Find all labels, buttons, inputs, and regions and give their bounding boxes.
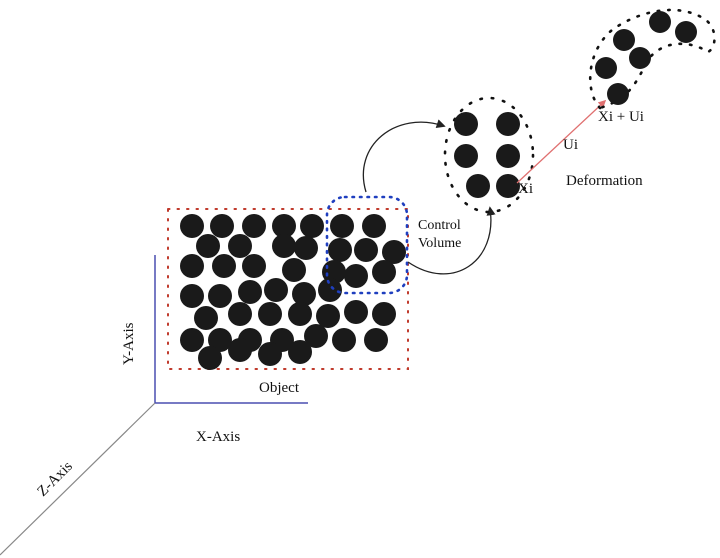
- particle: [330, 214, 354, 238]
- x-axis-label: X-Axis: [196, 429, 240, 445]
- particle: [496, 112, 520, 136]
- particle: [613, 29, 635, 51]
- object-label: Object: [259, 380, 300, 396]
- displacement-vector: [516, 99, 607, 184]
- particle: [272, 234, 296, 258]
- particle: [454, 112, 478, 136]
- particle: [354, 238, 378, 262]
- particle: [282, 258, 306, 282]
- particle: [382, 240, 406, 264]
- particle: [208, 328, 232, 352]
- particle: [238, 280, 262, 304]
- particle: [454, 144, 478, 168]
- extracted-volume-boundary: [443, 96, 535, 214]
- particle: [258, 302, 282, 326]
- object-particles: [180, 214, 406, 370]
- particle: [496, 174, 520, 198]
- particle: [496, 144, 520, 168]
- particle: [316, 304, 340, 328]
- curved-arrow-up: [362, 119, 446, 193]
- particle: [372, 302, 396, 326]
- particle: [332, 328, 356, 352]
- particle: [294, 236, 318, 260]
- particle: [364, 328, 388, 352]
- particle: [194, 306, 218, 330]
- particle: [372, 260, 396, 284]
- particle: [607, 83, 629, 105]
- particle: [242, 214, 266, 238]
- particle: [228, 302, 252, 326]
- curved-arrow-down: [407, 206, 496, 275]
- particle: [180, 214, 204, 238]
- particle: [288, 302, 312, 326]
- deformed-particles: [595, 11, 697, 105]
- particle: [328, 238, 352, 262]
- particle: [272, 214, 296, 238]
- particle: [292, 282, 316, 306]
- particle: [228, 234, 252, 258]
- control-volume-label-line1: Control: [418, 218, 461, 233]
- particle: [675, 21, 697, 43]
- particle: [210, 214, 234, 238]
- particle: [180, 254, 204, 278]
- ui-label: Ui: [563, 137, 578, 153]
- particle: [258, 342, 282, 366]
- particle: [208, 284, 232, 308]
- z-axis-label: Z-Axis: [35, 458, 76, 499]
- particle: [629, 47, 651, 69]
- particle: [300, 214, 324, 238]
- particle: [264, 278, 288, 302]
- particle: [180, 284, 204, 308]
- xi-ui-label: Xi + Ui: [598, 109, 644, 125]
- y-axis-label: Y-Axis: [121, 322, 137, 365]
- z-axis-line: [0, 402, 156, 556]
- particle: [344, 264, 368, 288]
- particle: [180, 328, 204, 352]
- particle: [304, 324, 328, 348]
- particle: [242, 254, 266, 278]
- particle: [196, 234, 220, 258]
- particle: [198, 346, 222, 370]
- particle: [649, 11, 671, 33]
- particle: [318, 278, 342, 302]
- axes: [0, 255, 308, 556]
- particle: [228, 338, 252, 362]
- particle: [212, 254, 236, 278]
- control-volume-boundary: [325, 195, 409, 295]
- particle: [344, 300, 368, 324]
- extracted-volume-particles: [454, 112, 520, 198]
- particle: [466, 174, 490, 198]
- control-volume-label-line2: Volume: [418, 236, 461, 251]
- particle: [595, 57, 617, 79]
- deformation-label: Deformation: [566, 173, 643, 189]
- particle: [362, 214, 386, 238]
- particle: [288, 340, 312, 364]
- xi-label: Xi: [518, 181, 533, 197]
